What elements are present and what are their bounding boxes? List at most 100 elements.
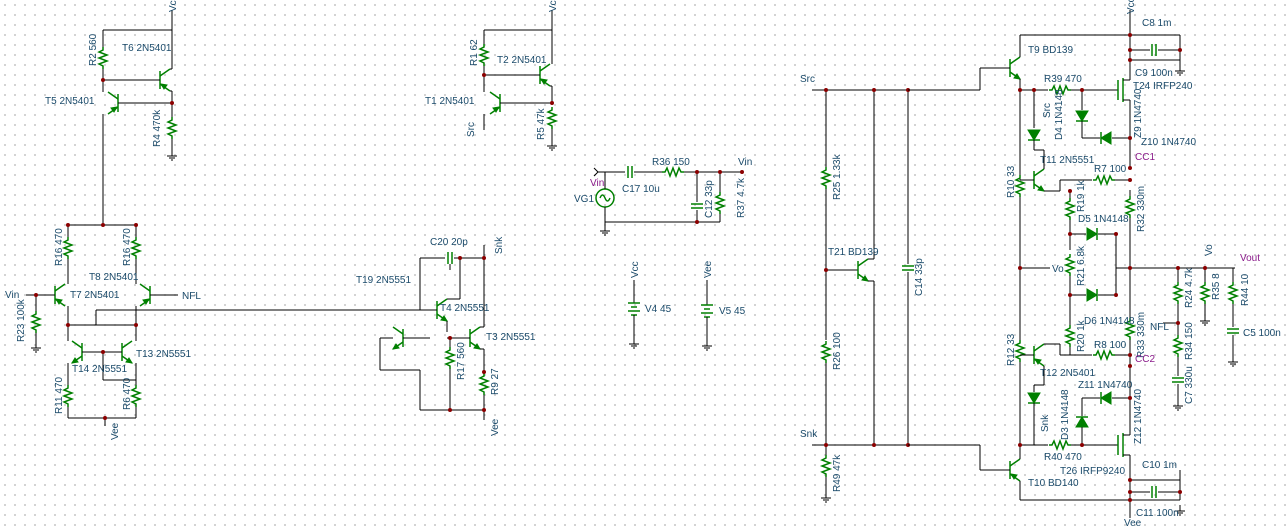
label-t7: T7 2N5401	[70, 290, 120, 301]
label-d4: D4 1N4148	[1054, 89, 1065, 140]
label-z12: Z12 1N4740	[1133, 389, 1144, 444]
label-vin: Vin	[5, 290, 19, 301]
current-source	[479, 10, 558, 151]
label-c9: C9 100n	[1135, 68, 1173, 79]
label-t6: T6 2N5401	[122, 43, 172, 54]
label-z10: Z10 1N4740	[1141, 137, 1196, 148]
label-r36: R36 150	[652, 157, 690, 168]
label-vee3: Vee	[703, 260, 714, 278]
vas-stage	[379, 245, 489, 420]
label-t11: T11 2N5551	[1040, 155, 1095, 166]
label-t26: T26 IRFP9240	[1060, 466, 1125, 477]
label-src2: Src	[800, 74, 815, 85]
label-r1: R1 62	[469, 39, 480, 66]
label-c5: C5 100n	[1243, 328, 1281, 339]
label-r40: R40 470	[1044, 452, 1082, 463]
label-d5: D5 1N4148	[1078, 214, 1129, 225]
label-r5: R5 47k	[536, 107, 547, 140]
label-r8: R8 100	[1094, 340, 1127, 351]
bias-spreader	[812, 67, 1000, 503]
label-r44: R44 10	[1240, 273, 1251, 306]
label-r23: R23 100k	[16, 298, 27, 342]
label-cc2: CC2	[1135, 354, 1155, 365]
label-r12: R12 33	[1006, 333, 1017, 366]
label-c10: C10 1m	[1142, 460, 1177, 471]
label-r16: R16 470	[122, 228, 133, 266]
label-t24: T24 IRFP240	[1133, 81, 1193, 92]
label-src3: Src	[1042, 103, 1053, 118]
label-r17: R17 560	[456, 342, 467, 380]
label-vo2: Vo	[1052, 264, 1064, 275]
label-d6: D6 1N4148	[1084, 316, 1135, 327]
label-vin-probe: Vin	[590, 178, 604, 189]
label-r35: R35 8	[1211, 273, 1222, 300]
label-nfl: NFL	[182, 291, 201, 302]
label-snk3: Snk	[1040, 414, 1051, 432]
label-r19: R19 1k	[1076, 179, 1087, 212]
label-r32: R32 330m	[1136, 186, 1147, 232]
label-r11: R11 470	[54, 376, 65, 414]
label-t3: T3 2N5551	[486, 332, 536, 343]
label-r21: R21 6.8k	[1076, 245, 1087, 286]
label-nfl2: NFL	[1150, 322, 1169, 333]
label-c8: C8 1m	[1142, 18, 1171, 29]
label-r24: R24 4.7k	[1184, 267, 1195, 308]
label-z11: Z11 1N4740	[1078, 380, 1133, 391]
label-t19: T19 2N5551	[356, 275, 411, 286]
label-snk1: Snk	[494, 236, 505, 254]
label-c20: C20 20p	[430, 237, 468, 248]
label-r2: R2 560	[88, 33, 99, 66]
input-stage	[26, 10, 390, 426]
label-vout: Vout	[1240, 253, 1260, 264]
label-r37: R37 4.7k	[736, 177, 747, 218]
label-snk2: Snk	[800, 429, 818, 440]
label-t4: T4 2N5551	[440, 303, 490, 314]
label-r25: R25 1.33k	[832, 153, 843, 200]
label-t14: T14 2N5551	[72, 364, 127, 375]
label-t21: T21 BD139	[828, 247, 879, 258]
label-t12: T12 2N5401	[1040, 368, 1095, 379]
label-t13: T13 2N5551	[136, 349, 191, 360]
label-t1: T1 2N5401	[425, 96, 475, 107]
label-vcc2: Vcc	[548, 0, 559, 12]
label-z9: Z9 1N4740	[1133, 88, 1144, 138]
label-c12: C12 33p	[704, 180, 715, 218]
label-r10: R10 33	[1006, 165, 1017, 198]
label-v5: V5 45	[719, 306, 746, 317]
label-t9: T9 BD139	[1028, 45, 1073, 56]
label-vin-out: Vin	[738, 157, 752, 168]
label-t5: T5 2N5401	[45, 96, 95, 107]
label-vee2: Vee	[490, 418, 501, 436]
label-vg1: VG1	[574, 194, 594, 205]
label-r34: R34 150	[1184, 322, 1195, 360]
label-r4: R4 470k	[152, 109, 163, 147]
label-t10: T10 BD140	[1028, 478, 1079, 489]
label-r9: R9 27	[490, 368, 501, 395]
label-c7: C7 330u	[1184, 366, 1195, 404]
supplies	[628, 280, 713, 351]
label-vee1: Vee	[110, 422, 121, 440]
input-filter	[593, 165, 744, 236]
label-r15: R16 470	[54, 228, 65, 266]
label-r6: R6 470	[122, 377, 133, 410]
label-r7: R7 100	[1094, 164, 1127, 175]
output-stage	[1000, 10, 1240, 518]
label-d3: D3 1N4148	[1060, 389, 1071, 440]
label-r20: R20 1k	[1076, 319, 1087, 352]
label-vee4: Vee	[1124, 518, 1142, 529]
label-cc1: CC1	[1135, 152, 1155, 163]
label-vcc3: Vcc	[630, 261, 641, 278]
label-r39: R39 470	[1044, 74, 1082, 85]
label-r26: R26 100	[832, 332, 843, 370]
label-r49: R49 47k	[832, 454, 843, 492]
label-vo1: Vo	[1204, 244, 1215, 256]
label-vcc1: Vcc	[168, 0, 179, 12]
label-v4: V4 45	[645, 304, 672, 315]
label-vcc4: Vcc	[1126, 0, 1137, 14]
label-src1: Src	[466, 122, 477, 137]
label-c11: C11 100n	[1136, 508, 1179, 519]
label-t2: T2 2N5401	[497, 55, 547, 66]
label-c17: C17 10u	[622, 184, 660, 195]
